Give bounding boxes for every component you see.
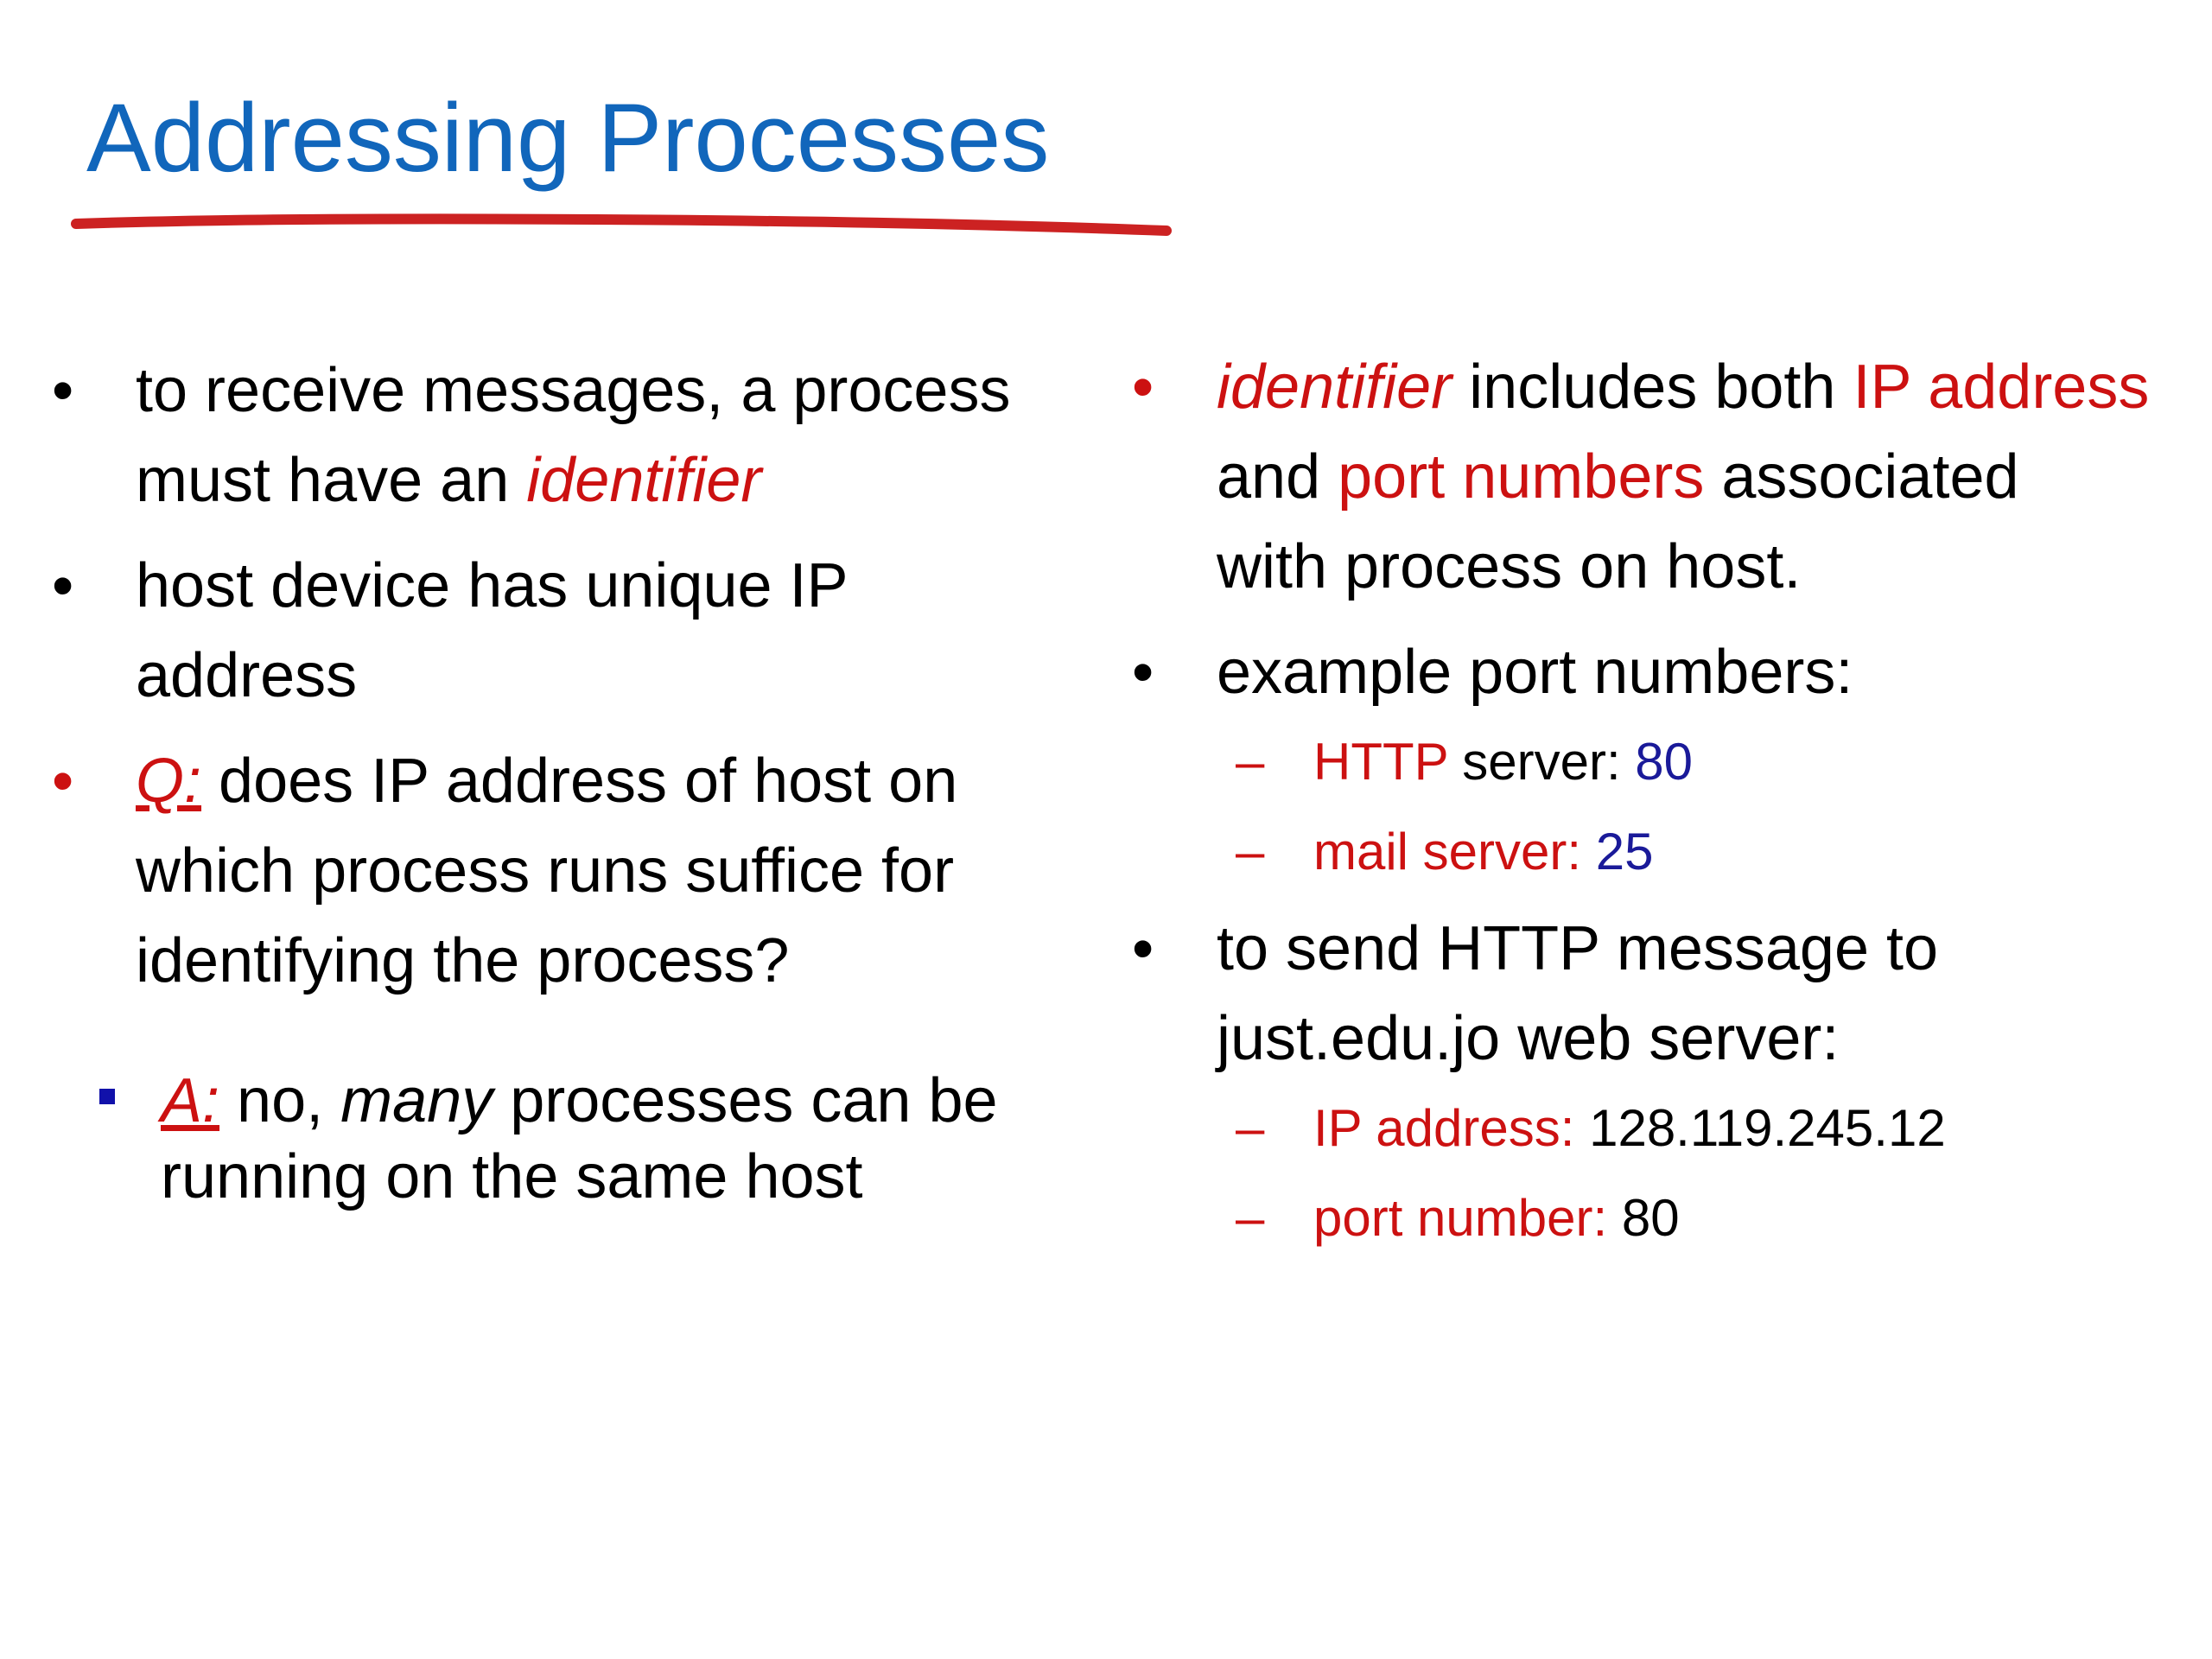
http-label: HTTP: [1313, 733, 1448, 791]
answer-line: running on the same host: [161, 1142, 863, 1211]
sub-item-http: – HTTP server: 80: [1115, 717, 2203, 807]
ip-value: 128.119.245.12: [1574, 1099, 1946, 1157]
identifier-term: identifier: [1217, 353, 1452, 422]
ip-label: IP address:: [1313, 1099, 1575, 1157]
answer-label: A:: [161, 1066, 220, 1135]
text-fragment: associated: [1704, 442, 2019, 512]
bullet-line: must have an identifier: [136, 435, 1097, 525]
bullet-line: with process on host.: [1217, 532, 1802, 601]
text-fragment: does IP address of host on: [201, 747, 958, 816]
bullet-dot-red: •: [52, 747, 74, 816]
text-fragment: processes can be: [493, 1066, 998, 1135]
dash-bullet: –: [1236, 1099, 1265, 1157]
port-numbers-term: port numbers: [1338, 442, 1705, 512]
bullet-dot-red: •: [1132, 353, 1154, 422]
question-label: Q:: [136, 747, 202, 816]
bullet-host-device: • host device has unique IP address: [0, 541, 1097, 721]
bullet-line: to send HTTP message to: [1217, 914, 1939, 983]
dash-bullet: –: [1236, 1189, 1265, 1247]
bullet-line: and port numbers associated: [1217, 432, 2203, 522]
bullet-question: • Q: does IP address of host on which pr…: [0, 736, 1097, 1006]
bullet-line: which process runs suffice for: [136, 836, 955, 906]
answer-line: A: no, many processes can be: [161, 1063, 1097, 1139]
bullet-dot: •: [1132, 638, 1154, 707]
bullet-line: example port numbers:: [1217, 638, 1853, 707]
right-column: • identifier includes both IP address an…: [1115, 346, 2203, 1263]
bullet-dot: •: [52, 356, 74, 425]
http-port-value: 80: [1635, 733, 1694, 791]
bullet-identifier-includes: • identifier includes both IP address an…: [1115, 342, 2203, 612]
text-fragment: includes both: [1452, 353, 1853, 422]
bullet-line: just.edu.jo web server:: [1217, 1004, 1840, 1073]
bullet-dot: •: [52, 551, 74, 620]
port-value: 80: [1607, 1189, 1680, 1247]
mail-port-value: 25: [1581, 823, 1654, 880]
bullet-send-http: • to send HTTP message to just.edu.jo we…: [1115, 904, 2203, 1084]
answer-bullet: A: no, many processes can be running on …: [0, 1063, 1097, 1215]
sub-item-mail: – mail server: 25: [1115, 807, 2203, 897]
bullet-line: identifier includes both IP address: [1217, 342, 2203, 432]
bullet-dot: •: [1132, 914, 1154, 983]
text-fragment: no,: [219, 1066, 341, 1135]
square-bullet-icon: [99, 1089, 115, 1104]
sub-item-port: – port number: 80: [1115, 1173, 2203, 1263]
bullet-line: host device has unique IP: [136, 551, 849, 620]
bullet-line: address: [136, 641, 358, 710]
identifier-term: identifier: [526, 446, 762, 515]
bullet-line: to receive messages, a process: [136, 356, 1011, 425]
text-fragment: server:: [1447, 733, 1636, 791]
ip-address-term: IP address: [1853, 353, 2150, 422]
mail-label: mail server:: [1313, 823, 1582, 880]
text-fragment: and: [1217, 442, 1338, 512]
bullet-example-ports: • example port numbers:: [1115, 627, 2203, 717]
dash-bullet: –: [1236, 823, 1265, 880]
port-label: port number:: [1313, 1189, 1608, 1247]
bullet-line: Q: does IP address of host on: [136, 736, 1097, 826]
dash-bullet: –: [1236, 733, 1265, 791]
bullet-line: identifying the process?: [136, 926, 790, 995]
title-underline-stroke: [71, 213, 1172, 236]
emphasis-many: many: [340, 1066, 493, 1135]
sub-item-ip: – IP address: 128.119.245.12: [1115, 1084, 2203, 1173]
bullet-receive-messages: • to receive messages, a process must ha…: [0, 346, 1097, 525]
slide-title: Addressing Processes: [86, 84, 1050, 192]
left-column: • to receive messages, a process must ha…: [0, 346, 1097, 1215]
text-fragment: must have an: [136, 446, 527, 515]
